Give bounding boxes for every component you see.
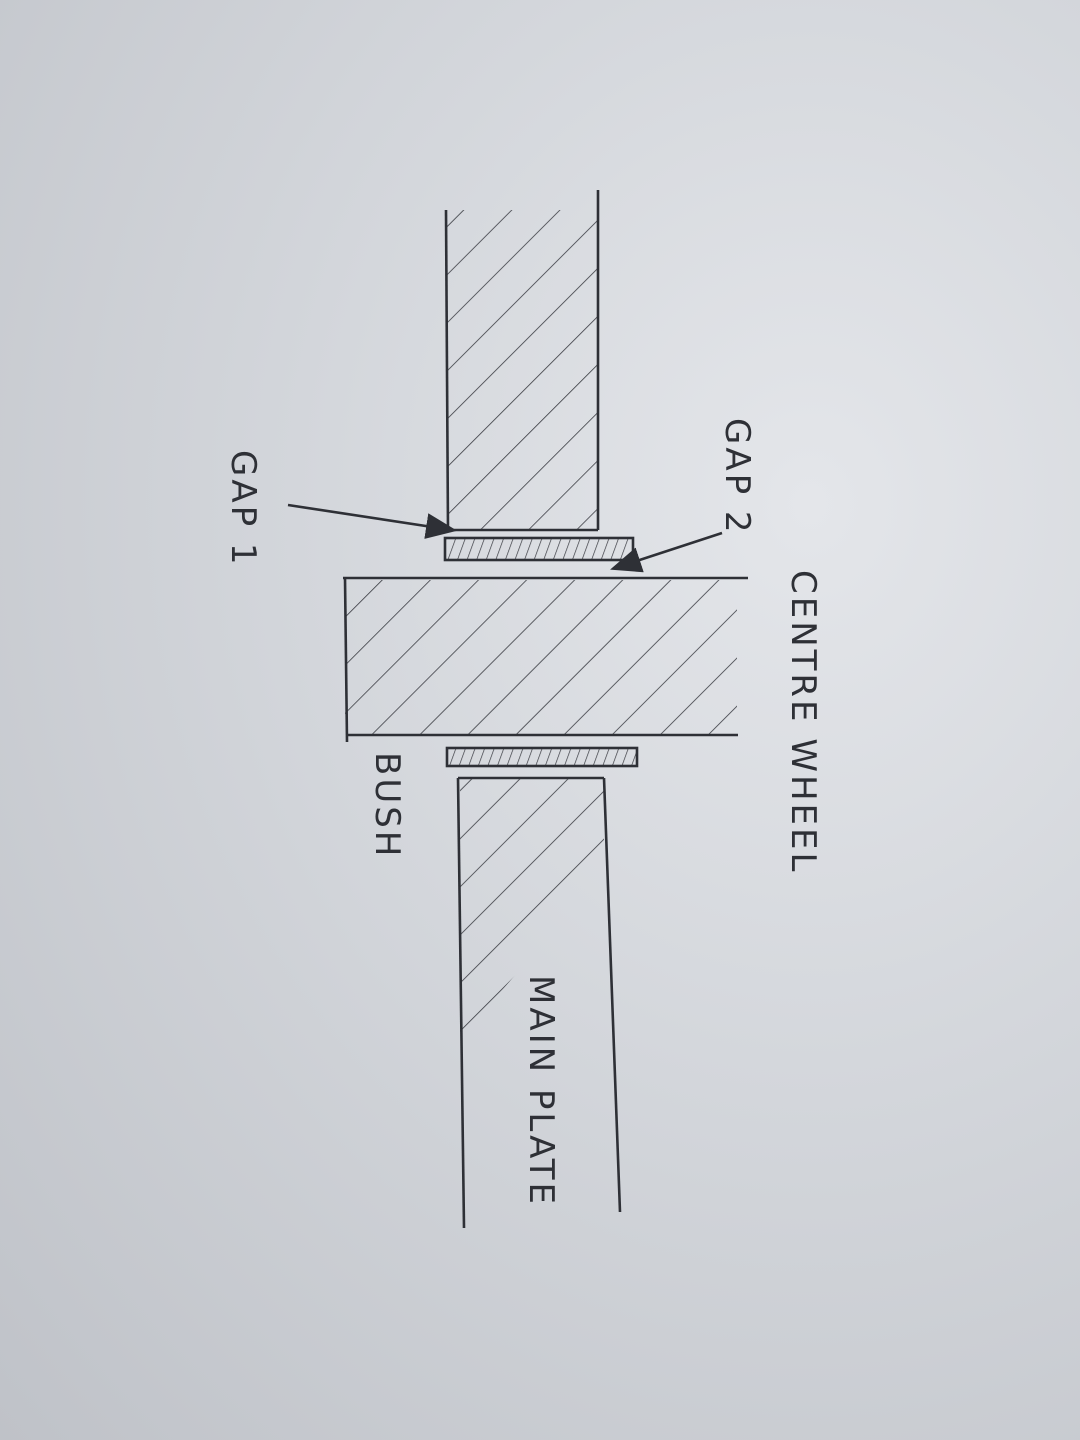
main-plate-section — [456, 776, 622, 1229]
centre-wheel-label: CENTRE WHEEL — [783, 570, 823, 874]
gap1-label: GAP 1 — [223, 450, 263, 568]
gap2-label: GAP 2 — [717, 418, 757, 536]
upper-washer — [443, 536, 635, 562]
gap2-arrow — [610, 531, 723, 573]
bush-section — [343, 576, 748, 743]
bush-label: BUSH — [367, 752, 407, 859]
main-plate-label: MAIN PLATE — [521, 975, 561, 1207]
centre-wheel-section — [444, 190, 600, 533]
lower-washer — [445, 746, 639, 768]
gap1-arrow — [287, 503, 458, 539]
